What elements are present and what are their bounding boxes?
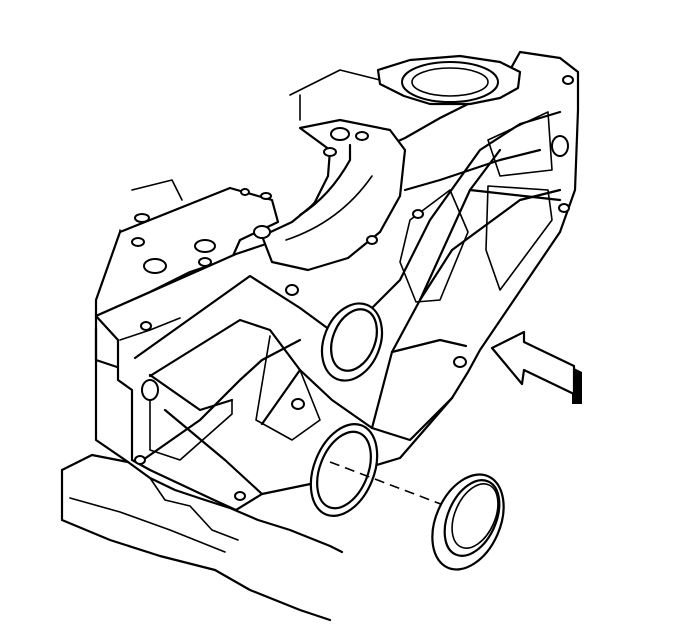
direction-arrow-icon [490, 330, 582, 404]
bolt-hole [240, 188, 250, 196]
bolt-hole [194, 239, 216, 253]
pump-bore-ring [320, 302, 384, 382]
bolt-hole [134, 213, 150, 223]
bolt-hole [260, 192, 272, 200]
front-crankshaft-seal [431, 473, 505, 571]
front-cover [94, 50, 580, 512]
crankshaft-bore-seal-ring [309, 422, 379, 518]
bolt-hole [131, 237, 145, 247]
installation-axis-line [329, 461, 447, 507]
bolt-hole [198, 257, 212, 267]
bolt-hole [143, 258, 167, 274]
upper-deck [94, 186, 280, 370]
